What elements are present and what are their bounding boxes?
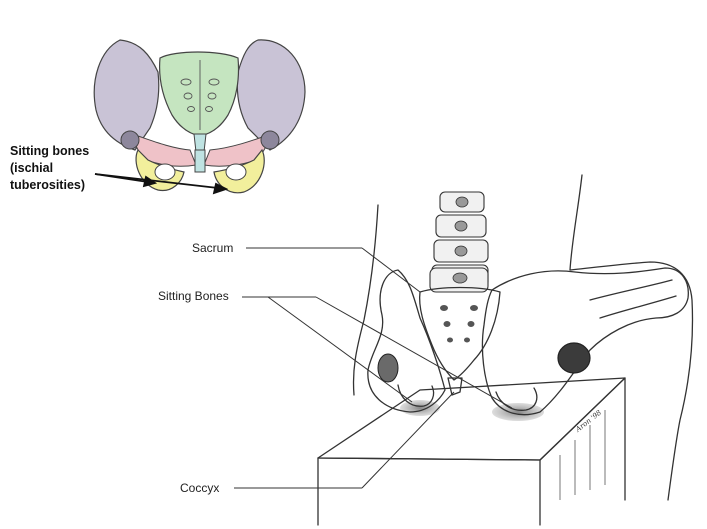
inset-arrows — [94, 173, 229, 195]
sitting-bones-label: Sitting Bones — [158, 289, 229, 303]
inset-arrow-right — [94, 173, 219, 189]
coccyx-label: Coccyx — [180, 481, 219, 495]
inset-coccyx — [193, 133, 207, 153]
inset-label-line-3: tuberosities) — [10, 178, 85, 192]
sacrum-leader-diagonal — [361, 247, 421, 293]
left-sitting-shadow — [400, 400, 440, 416]
femoral-head — [557, 342, 591, 374]
seat-block — [317, 377, 626, 526]
inset-label-line-1: Sitting bones — [10, 144, 89, 158]
femur — [589, 279, 677, 319]
left-ischial-tuberosity — [397, 384, 435, 407]
sitting-bones-leader-left — [267, 296, 413, 403]
seat-hatching — [559, 410, 606, 500]
seat-top — [317, 377, 626, 461]
inset-left-obturator — [154, 163, 176, 181]
inset-right-ilium — [236, 39, 306, 151]
artist-signature: Aron '98 — [574, 408, 604, 434]
left-hip-socket — [377, 353, 399, 383]
inset-pubic-symphysis — [194, 149, 206, 173]
right-sitting-shadow — [492, 403, 544, 421]
sitting-bones-callout: Sitting Bones — [158, 289, 513, 409]
seat-right-edge — [539, 377, 626, 501]
sacrum-callout: Sacrum — [192, 241, 421, 293]
inset-arrowhead-right — [212, 182, 229, 195]
inset-sitting-bones-label: Sitting bones (ischial tuberosities) — [10, 144, 93, 192]
right-iliac-wing — [481, 267, 689, 416]
inset-label-line-2: (ischial — [10, 161, 53, 175]
inset-sacral-foramina — [180, 60, 220, 130]
sacral-foramina — [440, 305, 478, 343]
body-silhouette-right — [569, 174, 694, 501]
sitting-bones-leader-right — [315, 296, 513, 409]
inset-left-pubis — [134, 134, 197, 167]
inset-left-ilium — [93, 39, 160, 151]
spinous-processes — [452, 196, 469, 284]
coccyx — [447, 377, 463, 396]
inset-pelvis — [93, 39, 306, 194]
body-silhouette-left — [352, 204, 379, 396]
inset-right-obturator — [225, 163, 247, 181]
right-ischial-tuberosity — [495, 387, 538, 411]
inset-right-acetabulum — [260, 130, 280, 150]
seat-front-edge — [317, 457, 541, 526]
sacrum-label: Sacrum — [192, 241, 233, 255]
inset-left-acetabulum — [120, 130, 140, 150]
inset-sacrum — [159, 51, 240, 137]
coccyx-callout: Coccyx — [180, 391, 455, 495]
coccyx-leader-diagonal — [361, 391, 455, 489]
inset-right-pubis — [203, 134, 269, 167]
main-illustration: Aron '98 — [317, 174, 694, 526]
sacrum — [418, 286, 501, 381]
left-iliac-wing — [367, 269, 446, 413]
